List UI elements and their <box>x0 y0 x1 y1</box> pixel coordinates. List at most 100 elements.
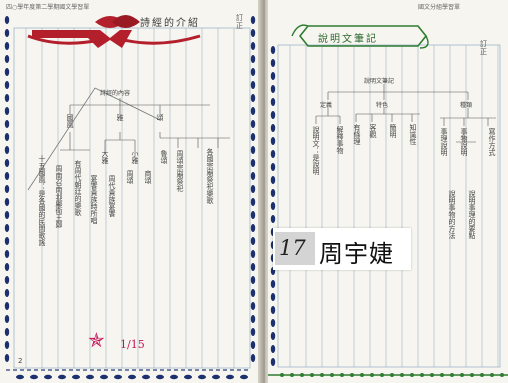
border-dot <box>4 133 10 141</box>
border-dot <box>270 137 276 145</box>
border-dot <box>250 341 256 349</box>
left-branch-1: 國風 <box>66 114 74 128</box>
teacher-signature: 1/15 <box>120 338 145 351</box>
border-dot <box>4 289 10 297</box>
border-dot <box>500 373 504 377</box>
border-dot <box>250 81 256 89</box>
border-dot <box>420 373 424 377</box>
border-dot <box>250 42 256 50</box>
right-column-6: 知識性 <box>409 124 417 145</box>
border-dot <box>430 373 434 377</box>
border-dot <box>270 280 276 288</box>
left-column-4: 宴饗貴族時所唱 <box>90 175 98 224</box>
border-dot <box>270 98 276 106</box>
border-dot <box>16 374 24 380</box>
left-page-header: 四○學年度第二學期國文學習單 <box>6 4 90 11</box>
right-column-1: 說明文：是說明 <box>312 126 320 175</box>
border-dot <box>4 172 10 180</box>
right-column-4: 客觀 <box>369 124 377 138</box>
border-dot <box>440 373 444 377</box>
border-dot <box>250 315 256 323</box>
right-column-7: 事理說明 <box>440 128 448 156</box>
right-correction-label: 訂 正 <box>480 40 487 56</box>
border-dot <box>250 289 256 297</box>
right-column-11: 寫作方式 <box>488 128 496 156</box>
border-dot <box>250 159 256 167</box>
name-card: 17 周宇婕 <box>273 228 411 270</box>
name-card-number-background <box>275 232 315 265</box>
border-dot <box>4 29 10 37</box>
right-column-2: 解釋事物 <box>336 126 344 154</box>
border-dot <box>330 373 334 377</box>
border-dot <box>270 215 276 223</box>
border-dot <box>250 276 256 284</box>
border-dot <box>250 250 256 258</box>
border-dot <box>100 374 108 380</box>
right-branch-3: 種類 <box>460 102 473 109</box>
border-dot <box>380 373 384 377</box>
border-dot <box>250 94 256 102</box>
left-column-10: 各國宗廟祭祀樂歌 <box>206 148 214 204</box>
border-dot <box>142 374 150 380</box>
border-dot <box>270 59 276 67</box>
border-dot <box>4 42 10 50</box>
border-dot <box>198 374 206 380</box>
border-dot <box>44 374 52 380</box>
border-dot <box>270 150 276 158</box>
left-column-1: 十五國風：是各國的民間歌謠 <box>38 155 46 246</box>
border-dot <box>280 373 284 377</box>
border-dot <box>270 306 276 314</box>
right-page-grid <box>268 24 508 377</box>
border-dot <box>86 374 94 380</box>
border-dot <box>250 224 256 232</box>
border-dot <box>250 354 256 362</box>
border-dot <box>170 374 178 380</box>
border-dot <box>390 373 394 377</box>
border-dot <box>4 276 10 284</box>
border-dot <box>4 81 10 89</box>
border-dot <box>4 328 10 336</box>
border-dot <box>226 374 234 380</box>
left-branch-2: 雅 <box>116 114 124 121</box>
border-dot <box>72 374 80 380</box>
border-dot <box>156 374 164 380</box>
left-page-grid <box>4 15 256 380</box>
border-dot <box>300 373 304 377</box>
left-column-8: 魯頌 <box>160 150 168 164</box>
right-column-10: 說明事理的要點 <box>468 190 476 239</box>
left-page-number: 2 <box>18 357 23 365</box>
border-dot <box>270 124 276 132</box>
border-dot <box>270 202 276 210</box>
border-dot <box>4 107 10 115</box>
right-page-header: 國文分組學習單 <box>418 4 461 11</box>
border-dot <box>270 332 276 340</box>
border-dot <box>270 85 276 93</box>
border-dot <box>350 373 354 377</box>
left-column-2: 周南召南邶鄘衛王鄭 <box>55 165 63 228</box>
border-dot <box>250 107 256 115</box>
border-dot <box>250 29 256 37</box>
border-dot <box>30 374 38 380</box>
left-column-5: 周代貴族宴饗 <box>108 175 116 217</box>
border-dot <box>270 189 276 197</box>
border-dot <box>4 146 10 154</box>
star-stamp-icon: ✯ <box>88 328 105 352</box>
border-dot <box>450 373 454 377</box>
border-dot <box>4 159 10 167</box>
border-dot <box>340 373 344 377</box>
border-dot <box>360 373 364 377</box>
border-dot <box>270 176 276 184</box>
border-dot <box>370 373 374 377</box>
border-dot <box>250 237 256 245</box>
border-dot <box>250 16 256 24</box>
left-column-3: 有周代朝廷的樂歌 <box>74 160 82 216</box>
border-dot <box>490 373 494 377</box>
border-dot <box>58 374 66 380</box>
border-dot <box>4 198 10 206</box>
right-column-5: 簡明 <box>389 124 397 138</box>
border-dot <box>184 374 192 380</box>
border-dot <box>460 373 464 377</box>
border-dot <box>212 374 220 380</box>
student-number: 17 <box>279 236 306 260</box>
border-dot <box>250 120 256 128</box>
